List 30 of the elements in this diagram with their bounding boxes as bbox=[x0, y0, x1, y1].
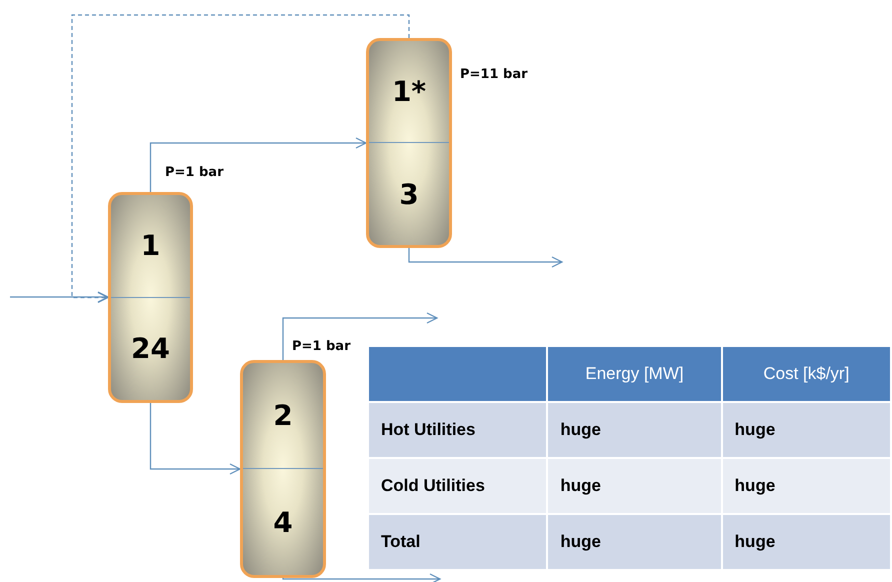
pressure-label: P=1 bar bbox=[292, 339, 350, 354]
table-cell: huge bbox=[722, 402, 891, 458]
recycle-arrow bbox=[71, 14, 410, 304]
pressure-label: P=11 bar bbox=[460, 67, 528, 82]
table-cell: Cold Utilities bbox=[368, 458, 548, 514]
pressure-label: P=1 bar bbox=[165, 165, 224, 180]
table-cell: Hot Utilities bbox=[368, 402, 548, 458]
distillation-column bbox=[240, 360, 326, 578]
column-section-number: 1* bbox=[392, 75, 426, 108]
column-section-number: 24 bbox=[131, 332, 170, 366]
stream-arrow bbox=[408, 248, 563, 268]
distillation-column bbox=[108, 192, 193, 403]
table-header-cell: Cost [k$/yr] bbox=[722, 346, 891, 402]
stream-arrow bbox=[10, 291, 109, 303]
stream-arrow bbox=[150, 403, 241, 475]
table-cell: huge bbox=[722, 458, 891, 514]
column-section-number: 1 bbox=[140, 229, 160, 262]
column-section-number: 3 bbox=[399, 178, 419, 210]
table-cell: huge bbox=[547, 402, 722, 458]
distillation-column bbox=[366, 38, 452, 248]
table-cell: huge bbox=[547, 458, 722, 514]
table-cell: huge bbox=[722, 514, 891, 570]
stream-arrow bbox=[282, 573, 441, 582]
stream-arrow bbox=[282, 312, 438, 360]
column-section-number: 4 bbox=[273, 506, 293, 538]
table-cell: Total bbox=[368, 514, 548, 570]
column-section-number: 2 bbox=[273, 399, 293, 432]
table-header-cell: Energy [MW] bbox=[547, 346, 722, 402]
stream-arrow bbox=[150, 137, 367, 192]
table-cell: huge bbox=[547, 514, 722, 570]
